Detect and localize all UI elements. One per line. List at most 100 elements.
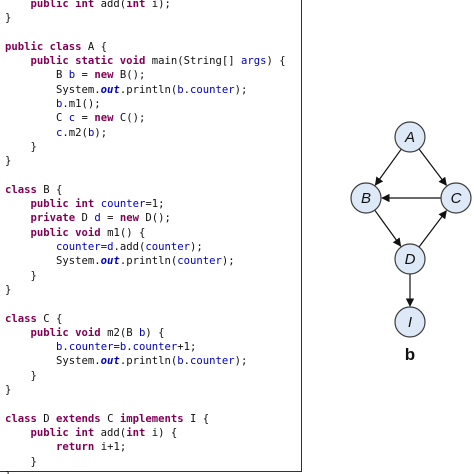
- code-token: i) {: [145, 426, 178, 439]
- code-token: [5, 55, 31, 67]
- code-token: );: [94, 126, 108, 139]
- code-token: class: [5, 183, 37, 196]
- code-token: counter: [100, 198, 146, 211]
- code-line: public void m2(B b) {: [5, 326, 286, 340]
- code-line: }: [5, 283, 286, 297]
- code-token: System.: [5, 83, 101, 96]
- code-token: C: [100, 412, 120, 425]
- code-token: c: [68, 112, 76, 125]
- code-token: new: [94, 69, 114, 82]
- node-a: A: [394, 121, 426, 153]
- code-token: d: [94, 212, 101, 225]
- code-line: C c = new C();: [5, 111, 286, 125]
- code-line: public int counter=1;: [5, 197, 286, 211]
- node-label: C: [451, 190, 462, 207]
- code-token: =: [100, 241, 108, 254]
- code-token: .m1();: [62, 98, 101, 111]
- code-token: .add(: [113, 241, 146, 254]
- code-token: d: [107, 241, 114, 254]
- code-token: C: [5, 112, 69, 125]
- code-line: [5, 169, 286, 183]
- code-line: return i+1;: [5, 440, 286, 454]
- code-token: b: [56, 341, 63, 354]
- edge-a-to-c: [418, 148, 447, 186]
- code-token: B {: [36, 183, 63, 196]
- code-token: private: [30, 212, 76, 225]
- code-token: }: [5, 369, 37, 382]
- node-i: I: [394, 306, 426, 338]
- code-line: public int add(int i);: [5, 0, 286, 11]
- code-token: .: [183, 355, 190, 368]
- code-line: c.m2(b);: [5, 126, 286, 140]
- code-token: b: [177, 355, 184, 368]
- code-token: c: [56, 126, 63, 139]
- code-line: }: [5, 369, 286, 383]
- node-label: D: [405, 251, 416, 268]
- code-token: i);: [145, 0, 171, 10]
- graph-edges: [374, 148, 447, 307]
- code-token: counter: [190, 83, 235, 96]
- code-token: public void: [30, 226, 101, 239]
- code-token: b: [87, 126, 95, 139]
- code-token: =1;: [145, 198, 165, 211]
- node-circle: [350, 182, 382, 214]
- edge-a-to-b: [374, 148, 402, 186]
- node-circle: [440, 182, 472, 214]
- code-token: int: [126, 0, 146, 10]
- code-token: D();: [138, 212, 171, 225]
- code-token: }: [5, 384, 12, 397]
- code-token: C {: [36, 312, 63, 325]
- code-token: .: [62, 341, 69, 354]
- code-line: class C {: [5, 312, 286, 326]
- code-token: counter: [145, 241, 191, 254]
- code-token: counter: [177, 255, 222, 268]
- code-token: [5, 198, 31, 210]
- code-token: extends: [56, 412, 101, 425]
- code-token: .: [183, 83, 190, 96]
- node-label: I: [408, 314, 412, 331]
- code-token: counter: [132, 341, 178, 354]
- code-token: [5, 127, 56, 139]
- code-token: b: [56, 98, 63, 111]
- code-line: }: [5, 11, 286, 25]
- code-token: implements: [119, 412, 184, 425]
- code-token: return: [56, 441, 95, 454]
- code-token: ) {: [145, 326, 165, 339]
- code-token: counter: [56, 241, 101, 254]
- code-token: new: [94, 112, 114, 125]
- code-line: private D d = new D();: [5, 211, 286, 225]
- code-token: add(: [94, 0, 127, 10]
- code-line: [5, 297, 286, 311]
- code-token: [5, 98, 56, 110]
- code-token: new: [119, 212, 139, 225]
- code-token: }: [5, 283, 12, 296]
- code-line: class D extends C implements I {: [5, 412, 286, 426]
- code-line: }: [5, 154, 286, 168]
- code-token: b: [177, 83, 184, 96]
- code-token: public int: [30, 198, 95, 211]
- code-token: [5, 341, 56, 353]
- node-circle: [394, 243, 426, 275]
- node-circle: [394, 306, 426, 338]
- code-line: System.out.println(b.counter);: [5, 354, 286, 368]
- code-token: }: [5, 470, 11, 474]
- code-token: [5, 427, 31, 439]
- code-line: counter=d.add(counter);: [5, 240, 286, 254]
- code-token: .m2(: [62, 126, 88, 139]
- code-token: );: [221, 255, 235, 268]
- code-line: public int add(int i) {: [5, 426, 286, 440]
- code-line: System.out.println(b.counter);: [5, 83, 286, 97]
- code-token: public class: [5, 40, 82, 53]
- code-line: b.counter=b.counter+1;: [5, 340, 286, 354]
- node-label: A: [404, 129, 415, 146]
- code-line: public class A {: [5, 40, 286, 54]
- edge-b-to-d: [374, 209, 402, 247]
- code-token: System.: [5, 355, 101, 368]
- code-line: }: [5, 469, 286, 474]
- code-token: main(String[]: [145, 55, 241, 68]
- code-token: m2(B: [100, 326, 139, 339]
- code-line: }: [5, 383, 286, 397]
- code-line: }: [5, 140, 286, 154]
